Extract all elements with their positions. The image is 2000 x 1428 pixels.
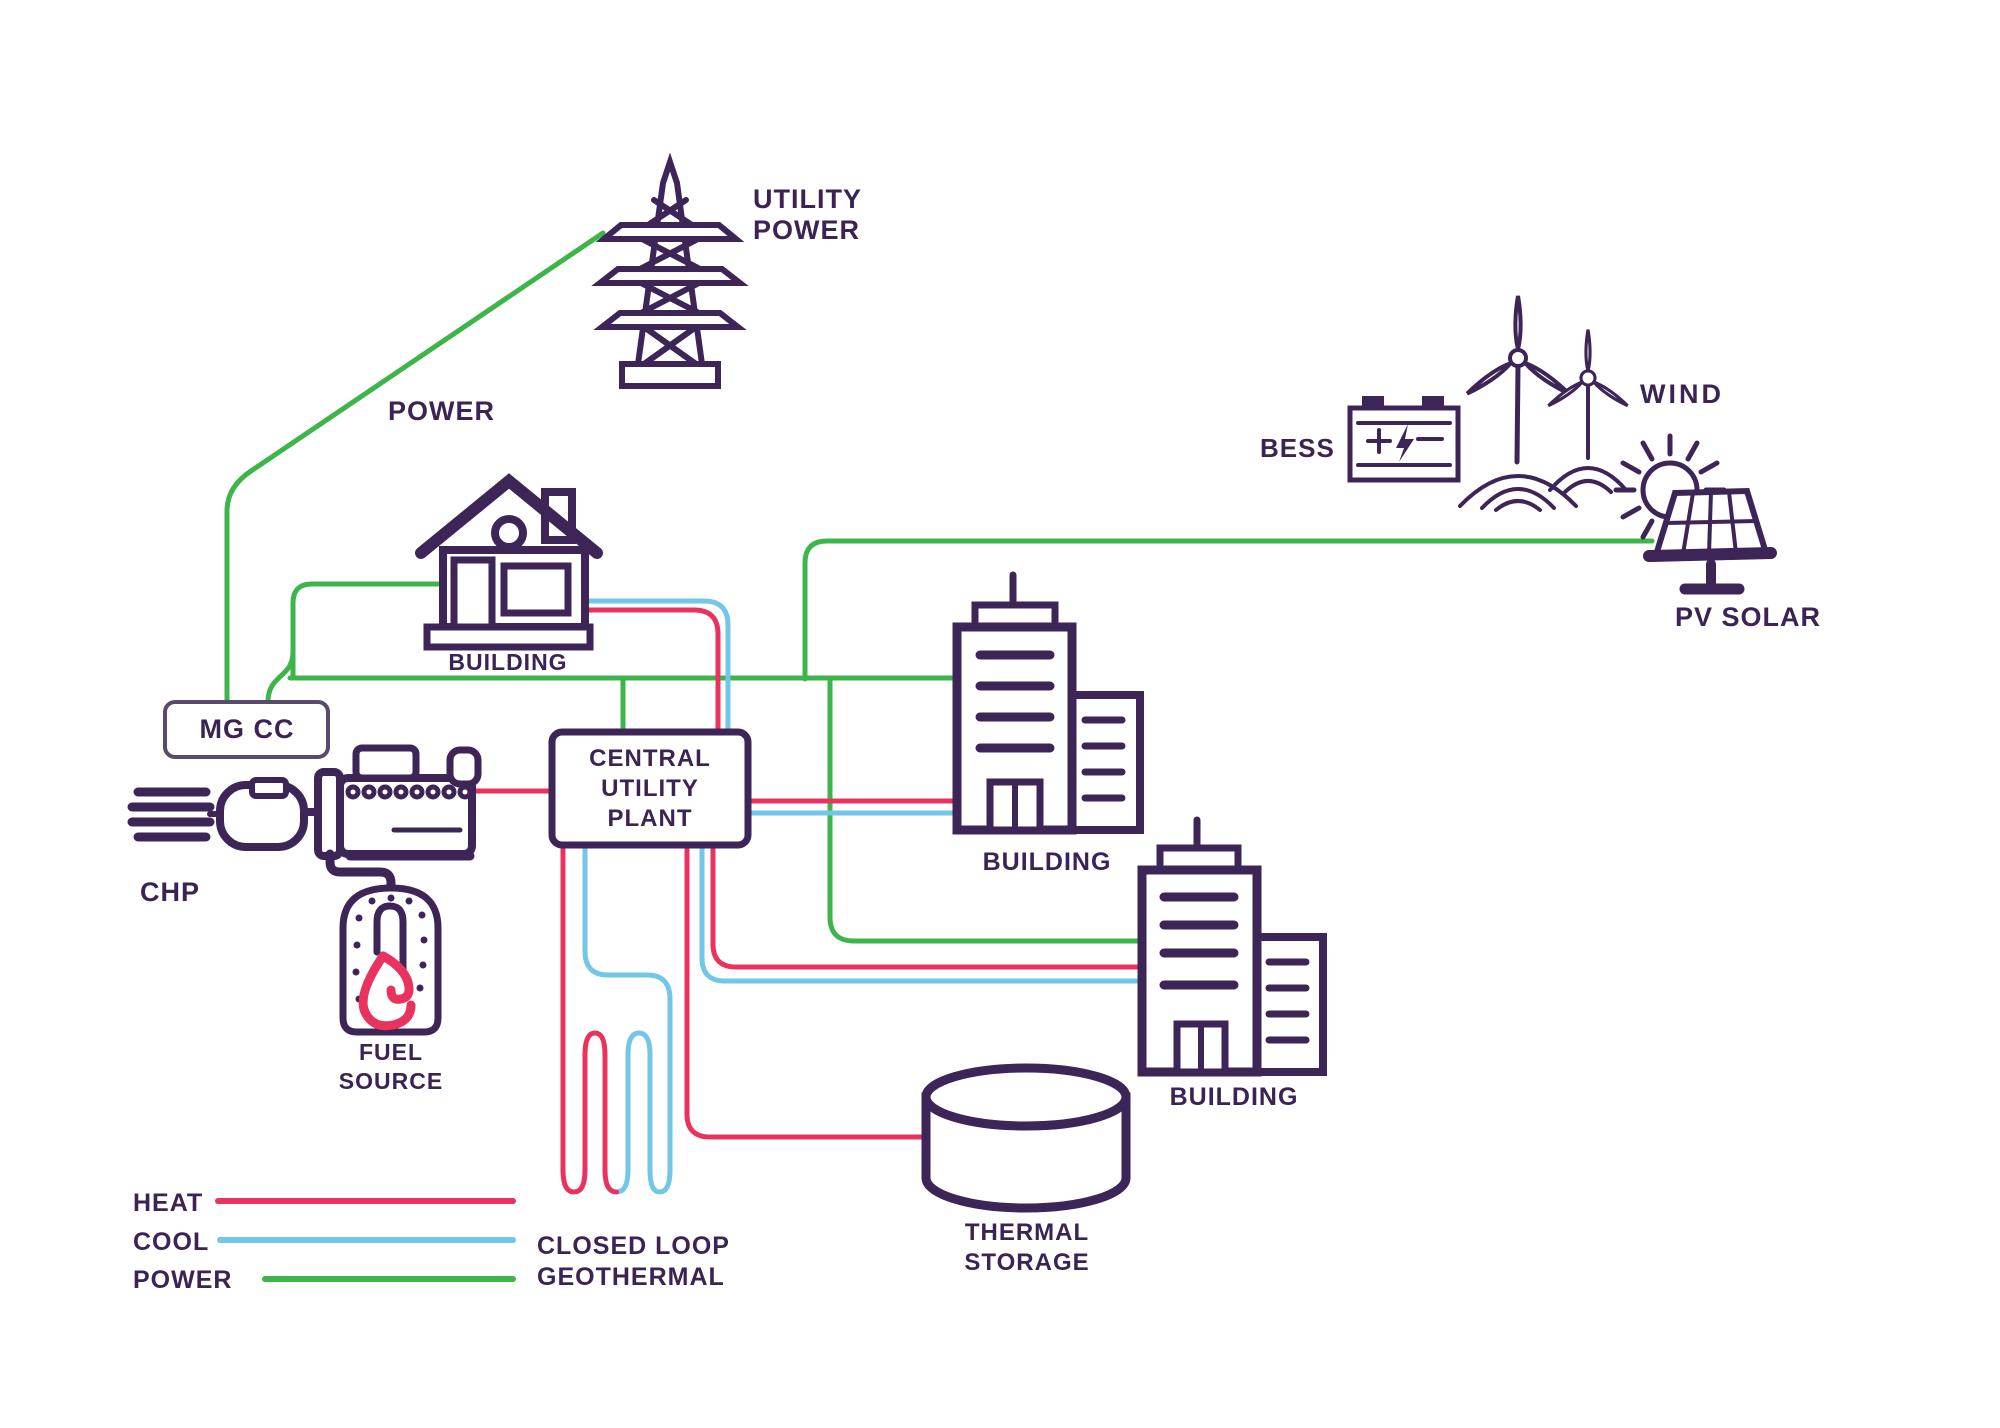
lightning-bolt-icon (1396, 424, 1414, 462)
flame-icon (358, 951, 416, 1031)
cool-line-geothermal-return (582, 842, 673, 1195)
pv-solar-label: PV SOLAR (1675, 602, 1822, 632)
bess-label: BESS (1260, 433, 1335, 463)
cool-line-plant-to-building-right (699, 842, 1146, 984)
heat-line-plant-to-building-right (710, 842, 1146, 970)
thermal-storage-icon (921, 1063, 1131, 1213)
power-line-label: POWER (388, 396, 496, 426)
flow-lines (215, 230, 1655, 1282)
transmission-tower-icon (591, 152, 749, 389)
mgcc-label: MG CC (199, 714, 295, 744)
house-building-label: BUILDING (448, 649, 568, 675)
building-right-icon (1137, 816, 1327, 1077)
building-mid-label: BUILDING (982, 848, 1112, 876)
cool-line-house-to-plant (582, 598, 731, 736)
heat-line-house-to-plant (582, 607, 721, 736)
power-line-pv-solar (802, 538, 1655, 682)
heat-line-geothermal-loop (560, 842, 619, 1195)
power-line-building-right (827, 675, 1146, 944)
heat-line-plant-to-thermal-storage (684, 842, 931, 1140)
chp-label: CHP (140, 877, 201, 907)
power-line-utility-to-mgcc (224, 230, 606, 705)
fuel-source-icon (339, 884, 442, 1036)
pv-solar-panel-icon (1643, 487, 1777, 595)
wind-turbines-icon (1458, 295, 1629, 512)
bess-battery-icon (1347, 396, 1461, 483)
legend-cool-label: COOL (133, 1228, 210, 1256)
wind-label: WIND (1640, 379, 1724, 409)
legend-heat-label: HEAT (133, 1189, 204, 1217)
hills (1458, 474, 1578, 512)
power-line-house-branch (290, 581, 441, 681)
legend-power-label: POWER (133, 1266, 233, 1294)
icons (127, 152, 1777, 1213)
chp-generator-icon (127, 744, 482, 900)
building-right-label: BUILDING (1169, 1083, 1299, 1111)
mgcc-box (163, 700, 330, 759)
central-utility-plant-box (548, 728, 752, 849)
power-line-mgcc-elbow (265, 649, 296, 705)
building-mid-icon (952, 571, 1144, 835)
house-icon (415, 473, 603, 651)
